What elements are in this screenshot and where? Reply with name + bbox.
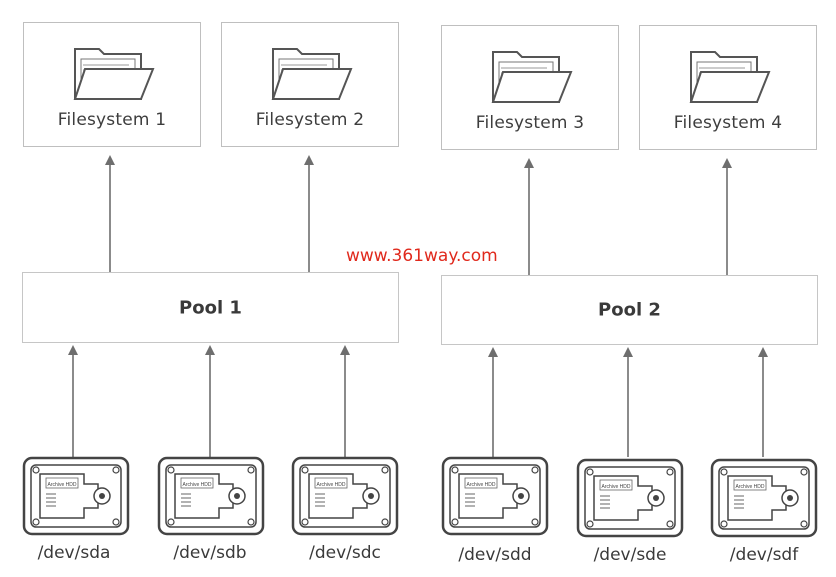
hard-drive-icon: Archive HDD — [576, 458, 684, 538]
pool-label: Pool 2 — [598, 299, 661, 321]
filesystem-1-box: Filesystem 1 — [23, 22, 201, 147]
device-label: /dev/sdc — [309, 543, 381, 563]
folder-icon — [271, 48, 353, 100]
pool-2-box: Pool 2 — [441, 275, 818, 345]
filesystem-label: Filesystem 2 — [255, 110, 365, 130]
disk-text: Archive HDD — [48, 482, 77, 488]
hard-drive-icon: Archive HDD — [441, 456, 549, 536]
hard-drive-icon: Archive HDD — [710, 458, 818, 538]
hard-drive-icon: Archive HDD — [22, 456, 130, 536]
disk-text: Archive HDD — [467, 482, 496, 488]
filesystem-label: Filesystem 3 — [475, 113, 585, 133]
filesystem-2-box: Filesystem 2 — [221, 22, 399, 147]
disk-text: Archive HDD — [602, 484, 631, 490]
filesystem-label: Filesystem 1 — [57, 110, 167, 130]
folder-icon — [491, 51, 573, 103]
hard-drive-icon: Archive HDD — [157, 456, 265, 536]
filesystem-4-box: Filesystem 4 — [639, 25, 817, 150]
folder-icon — [689, 51, 771, 103]
device-label: /dev/sdd — [458, 545, 532, 565]
folder-icon — [73, 48, 155, 100]
device-label: /dev/sdb — [173, 543, 247, 563]
watermark-text: www.361way.com — [346, 246, 498, 266]
disk-text: Archive HDD — [183, 482, 212, 488]
disk-text: Archive HDD — [736, 484, 765, 490]
filesystem-label: Filesystem 4 — [673, 113, 783, 133]
pool-1-box: Pool 1 — [22, 272, 399, 343]
disk-text: Archive HDD — [317, 482, 346, 488]
device-label: /dev/sda — [37, 543, 111, 563]
device-label: /dev/sde — [593, 545, 667, 565]
device-label: /dev/sdf — [729, 545, 799, 565]
pool-label: Pool 1 — [179, 297, 242, 318]
filesystem-3-box: Filesystem 3 — [441, 25, 619, 150]
hard-drive-icon: Archive HDD — [291, 456, 399, 536]
